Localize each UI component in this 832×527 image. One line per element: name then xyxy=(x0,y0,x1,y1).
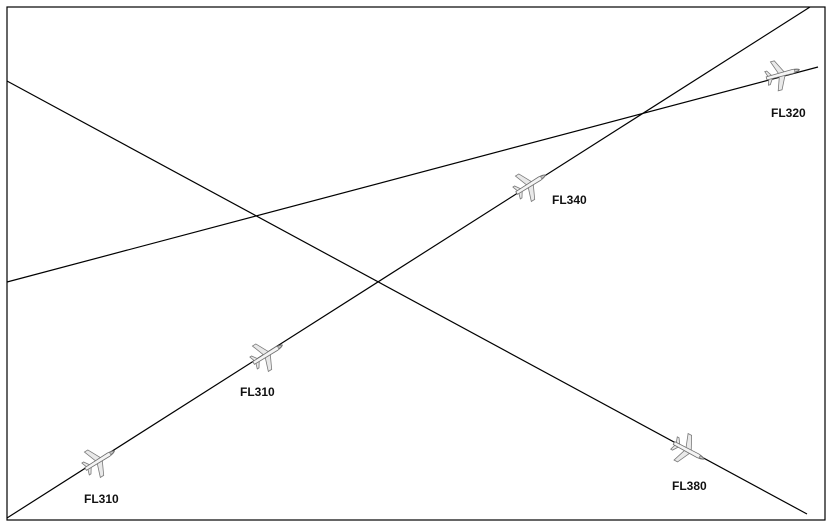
aircraft-fl310-middle[interactable]: FL310 xyxy=(240,331,291,399)
flight-level-label: FL310 xyxy=(240,385,275,399)
aircraft-fl320[interactable]: FL320 xyxy=(762,54,806,120)
route-line-a xyxy=(6,6,811,519)
aircraft-fl340[interactable]: FL340 xyxy=(508,161,587,207)
flight-level-label: FL320 xyxy=(771,106,806,120)
aircraft-fl380[interactable]: FL380 xyxy=(666,429,712,493)
diagram-frame xyxy=(6,6,826,521)
route-line-b xyxy=(6,66,819,283)
flight-level-label: FL340 xyxy=(552,193,587,207)
flight-level-label: FL310 xyxy=(84,492,119,506)
flight-level-label: FL380 xyxy=(672,479,707,493)
aircraft-fl310-lower[interactable]: FL310 xyxy=(77,437,123,506)
route-line-c xyxy=(6,80,808,515)
